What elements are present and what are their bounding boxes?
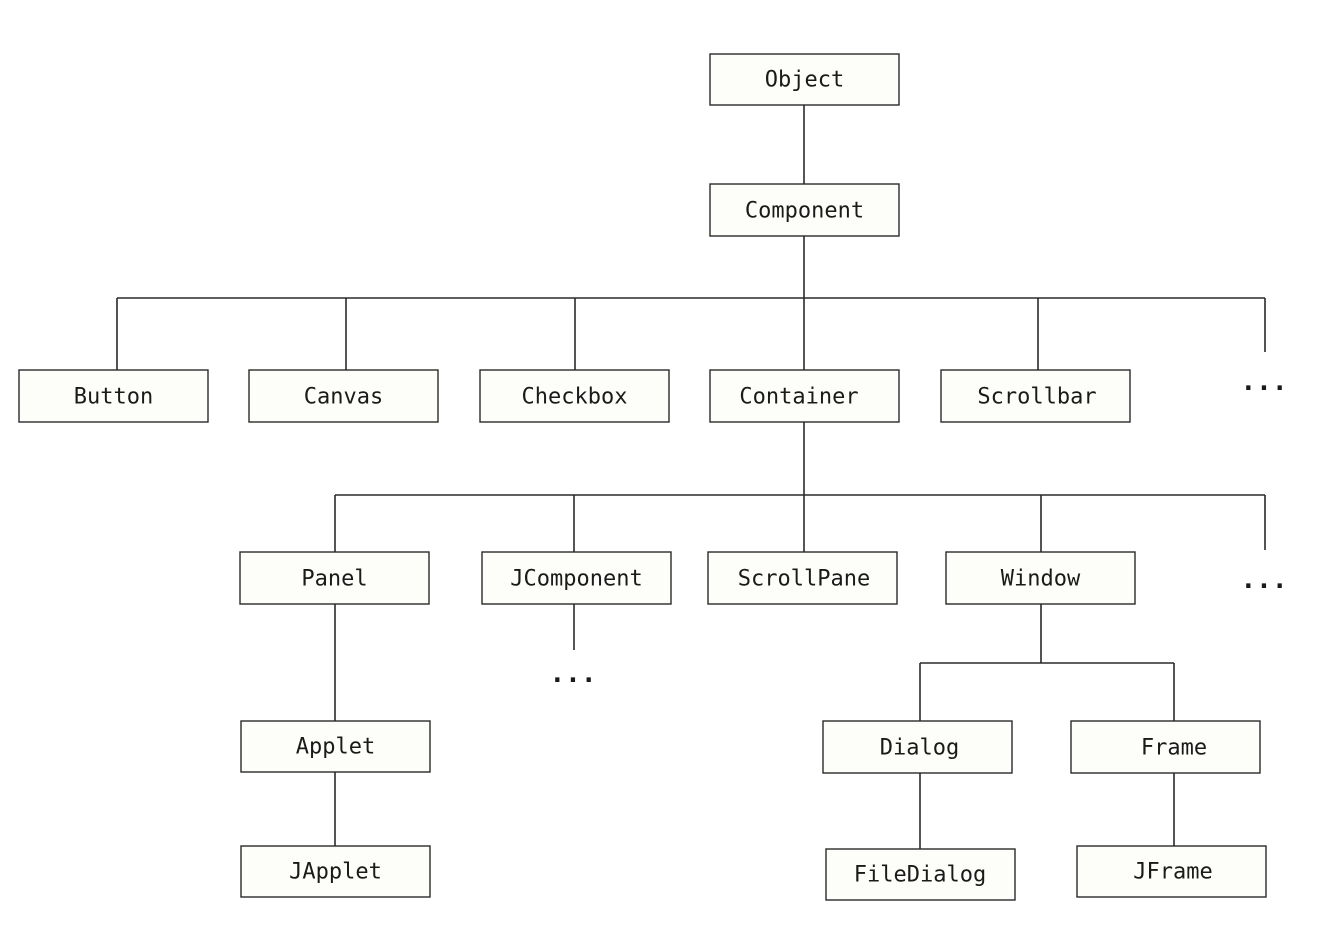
node-canvas: Canvas [248, 369, 439, 423]
node-button: Button [18, 369, 209, 423]
node-scrollpane: ScrollPane [707, 551, 898, 605]
node-window: Window [945, 551, 1136, 605]
node-japplet: JApplet [240, 845, 431, 898]
node-scrollbar-label: Scrollbar [977, 385, 1096, 410]
node-dialog-label: Dialog [880, 736, 959, 761]
node-jcomponent: JComponent [481, 551, 672, 605]
node-filedialog-label: FileDialog [854, 863, 986, 888]
node-checkbox-label: Checkbox [522, 385, 628, 410]
node-panel: Panel [239, 551, 430, 605]
ellipsis-component-children: ... [1241, 367, 1288, 397]
node-component: Component [709, 183, 900, 237]
node-applet: Applet [240, 720, 431, 773]
ellipsis-jcomponent-children: ... [550, 659, 597, 689]
node-checkbox: Checkbox [479, 369, 670, 423]
node-window-label: Window [1001, 567, 1081, 592]
node-frame: Frame [1070, 720, 1261, 774]
ellipsis-container-children: ... [1241, 565, 1288, 595]
node-button-label: Button [74, 385, 153, 410]
node-japplet-label: JApplet [289, 860, 382, 885]
node-canvas-label: Canvas [304, 385, 383, 410]
node-container-label: Container [739, 385, 858, 410]
node-scrollbar: Scrollbar [940, 369, 1131, 423]
node-object-label: Object [765, 68, 844, 93]
node-applet-label: Applet [296, 735, 375, 760]
connectors [116, 105, 1266, 849]
node-component-label: Component [745, 199, 864, 224]
node-frame-label: Frame [1141, 736, 1207, 761]
node-jframe: JFrame [1076, 845, 1267, 898]
node-scrollpane-label: ScrollPane [738, 567, 870, 592]
node-dialog: Dialog [822, 720, 1013, 774]
node-object: Object [709, 53, 900, 106]
node-jframe-label: JFrame [1133, 860, 1212, 885]
node-filedialog: FileDialog [825, 848, 1016, 901]
node-panel-label: Panel [301, 567, 367, 592]
node-jcomponent-label: JComponent [510, 567, 642, 592]
node-container: Container [709, 369, 900, 423]
